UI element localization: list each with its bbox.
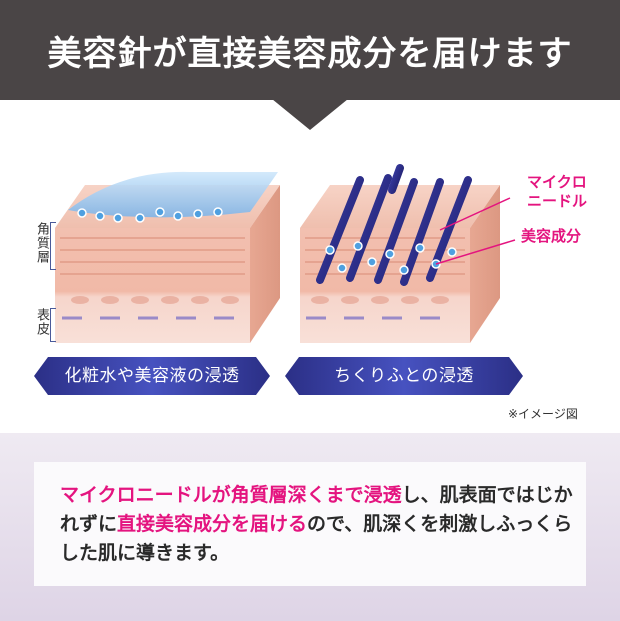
epidermis-bracket [50, 308, 56, 342]
left-caption-pill: 化粧水や美容液の浸透 [34, 357, 270, 395]
lotion-layer [68, 171, 278, 218]
highlight-delivery: 直接美容成分を届ける [117, 513, 308, 535]
left-skin-block [55, 171, 280, 343]
banner-arrow [272, 99, 348, 130]
right-skin-block [300, 164, 516, 343]
micro-needles [316, 164, 472, 286]
right-caption-pill: ちくりふとの浸透 [285, 357, 523, 395]
description-text: マイクロニードルが角質層深くまで浸透し、肌表面ではじかれずに直接美容成分を届ける… [60, 484, 573, 564]
ingredient-callout: 美容成分 [521, 227, 582, 245]
header-banner [0, 0, 620, 100]
micro-needle-callout: マイクロ ニードル [527, 173, 588, 210]
highlight-penetration: マイクロニードルが角質層深くまで浸透 [60, 484, 402, 506]
page-title: 美容針が直接美容成分を届けます [47, 34, 573, 74]
stratum-corneum-label: 角質層 [34, 222, 49, 264]
skin-diagram [55, 164, 516, 343]
image-note: ※イメージ図 [508, 407, 578, 421]
epidermis-label: 表皮 [34, 308, 49, 336]
stratum-bracket [50, 222, 56, 270]
description-card [34, 462, 586, 586]
